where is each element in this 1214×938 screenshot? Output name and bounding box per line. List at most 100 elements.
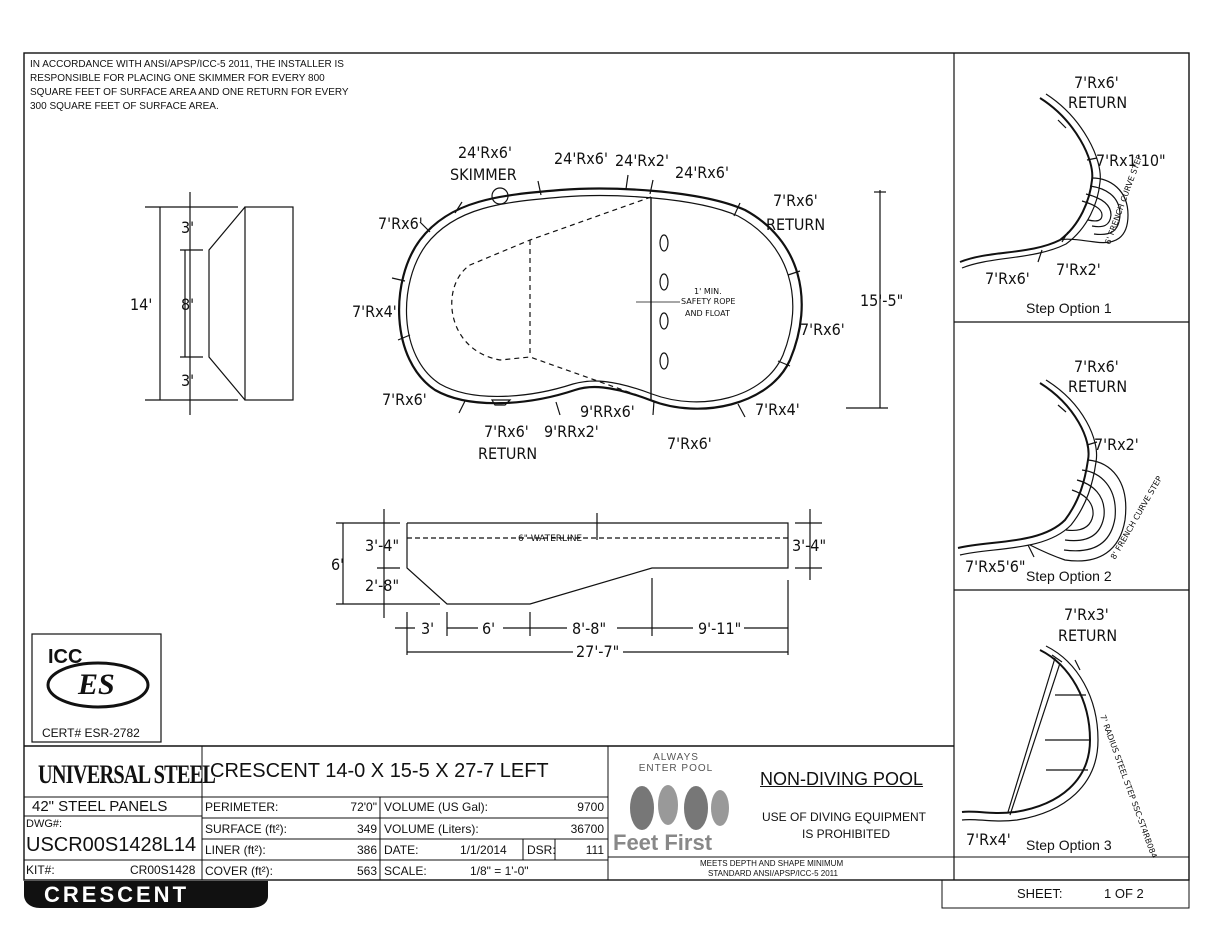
step3-label-2: RETURN bbox=[1058, 626, 1117, 645]
warning-line-1: USE OF DIVING EQUIPMENT bbox=[762, 810, 927, 824]
step-option-3-title: Step Option 3 bbox=[1026, 837, 1112, 853]
standard-line-2: STANDARD ANSI/APSP/ICC-5 2011 bbox=[708, 869, 838, 878]
dwg-label: DWG#: bbox=[26, 818, 63, 830]
volume-gal-label: VOLUME (US Gal): bbox=[384, 800, 489, 814]
step1-label-5: 7'Rx2' bbox=[1056, 260, 1101, 279]
plan-bottom-5: 7'Rx4' bbox=[755, 400, 800, 419]
volume-liters-value: 36700 bbox=[570, 822, 604, 836]
step1-label-4: 7'Rx6' bbox=[985, 269, 1030, 288]
step-option-2-drawing bbox=[957, 379, 1127, 562]
plan-width-label: 15'-5" bbox=[860, 291, 903, 310]
profile-deep-right-label: 3'-4" bbox=[792, 536, 826, 555]
step3-label-3: 7'Rx4' bbox=[966, 830, 1011, 849]
title-block-grid bbox=[24, 745, 1190, 909]
icc-logo-text: ICC bbox=[48, 646, 83, 668]
step2-label-4: 7'Rx5'6" bbox=[965, 557, 1026, 576]
plan-bottom-2: 9'RRx2' bbox=[544, 422, 599, 441]
profile-seg-2: 6' bbox=[482, 619, 495, 638]
dwg-number: USCR00S1428L14 bbox=[26, 834, 197, 856]
step-option-1-drawing bbox=[959, 93, 1129, 269]
step1-label-2: RETURN bbox=[1068, 93, 1127, 112]
safety-rope-line-3: AND FLOAT bbox=[685, 309, 730, 318]
plan-bottom-4: 7'Rx6' bbox=[667, 434, 712, 453]
step1-label-3: 7'Rx1'10" bbox=[1096, 151, 1166, 170]
standard-line-1: MEETS DEPTH AND SHAPE MINIMUM bbox=[700, 859, 844, 868]
section-total-label: 14' bbox=[130, 295, 152, 314]
perimeter-label: PERIMETER: bbox=[205, 800, 279, 814]
plan-skimmer-radius: 24'Rx6' bbox=[458, 143, 512, 162]
step3-label-1: 7'Rx3' bbox=[1064, 605, 1109, 624]
feet-first-badge-text: Feet First bbox=[613, 830, 713, 855]
sheet-number: 1 OF 2 bbox=[1104, 886, 1144, 901]
plan-top-3: 24'Rx6' bbox=[675, 163, 729, 182]
scale-label: SCALE: bbox=[384, 864, 427, 878]
safety-rope-line-1: 1' MIN. bbox=[694, 287, 722, 296]
section-mid-label: 8' bbox=[181, 295, 194, 314]
scale-value: 1/8" = 1'-0" bbox=[470, 864, 529, 878]
step-option-2-title: Step Option 2 bbox=[1026, 568, 1112, 584]
plan-skimmer-label: SKIMMER bbox=[450, 165, 517, 184]
plan-right-return-label: RETURN bbox=[766, 215, 825, 234]
volume-gal-value: 9700 bbox=[577, 800, 604, 814]
brand-logo: UNIVERSAL STEEL bbox=[38, 760, 216, 789]
date-value: 1/1/2014 bbox=[460, 843, 507, 857]
profile-waterline-label: 6" WATERLINE bbox=[518, 534, 582, 544]
volume-liters-label: VOLUME (Liters): bbox=[384, 822, 479, 836]
pool-profile-view bbox=[336, 509, 822, 655]
safety-rope-line-2: SAFETY ROPE bbox=[681, 297, 735, 306]
kit-label: KIT#: bbox=[26, 863, 55, 877]
step2-label-1: 7'Rx6' bbox=[1074, 357, 1119, 376]
liner-value: 386 bbox=[356, 843, 377, 857]
pool-plan-view bbox=[391, 174, 888, 418]
profile-seg-1: 3' bbox=[421, 619, 434, 638]
cert-number: CERT# ESR-2782 bbox=[42, 726, 140, 740]
plan-top-1: 24'Rx6' bbox=[554, 149, 608, 168]
sheet-label: SHEET: bbox=[1017, 886, 1063, 901]
plan-right-1: 7'Rx6' bbox=[800, 320, 845, 339]
step2-label-3: 7'Rx2' bbox=[1094, 435, 1139, 454]
plan-right-return-radius: 7'Rx6' bbox=[773, 191, 818, 210]
feet-first-badge-top: ALWAYS ENTER POOL bbox=[638, 752, 714, 774]
profile-seg-3: 8'-8" bbox=[572, 619, 606, 638]
cover-value: 563 bbox=[356, 864, 377, 878]
installer-note: IN ACCORDANCE WITH ANSI/APSP/ICC-5 2011,… bbox=[30, 59, 349, 112]
section-bottom-label: 3' bbox=[181, 371, 194, 390]
plan-top-2: 24'Rx2' bbox=[615, 151, 669, 170]
plan-left-1: 7'Rx6' bbox=[378, 214, 423, 233]
drawing-border bbox=[23, 52, 1190, 881]
step2-label-2: RETURN bbox=[1068, 377, 1127, 396]
es-logo-text: ES bbox=[78, 668, 115, 701]
width-section-view bbox=[145, 192, 294, 415]
profile-seg-4: 9'-11" bbox=[698, 619, 741, 638]
kit-number: CR00S1428 bbox=[130, 863, 196, 877]
profile-length-label: 27'-7" bbox=[576, 642, 619, 661]
drawing-title: CRESCENT 14-0 X 15-5 X 27-7 LEFT bbox=[210, 760, 549, 782]
plan-left-2: 7'Rx4' bbox=[352, 302, 397, 321]
surface-label: SURFACE (ft²): bbox=[205, 822, 288, 836]
warning-line-2: IS PROHIBITED bbox=[802, 827, 891, 841]
plan-bottom-return-radius: 7'Rx6' bbox=[484, 422, 529, 441]
plan-bottom-3: 9'RRx6' bbox=[580, 402, 635, 421]
profile-shallow-bottom-label: 2'-8" bbox=[365, 576, 399, 595]
panels-label: 42" STEEL PANELS bbox=[32, 798, 168, 815]
plan-bottom-return-label: RETURN bbox=[478, 444, 537, 463]
series-banner: CRESCENT bbox=[44, 882, 190, 907]
plan-left-3: 7'Rx6' bbox=[382, 390, 427, 409]
cover-label: COVER (ft²): bbox=[205, 864, 273, 878]
step-option-3-drawing bbox=[961, 645, 1099, 822]
dsr-value: 111 bbox=[585, 843, 604, 857]
date-label: DATE: bbox=[384, 843, 419, 857]
liner-label: LINER (ft²): bbox=[205, 843, 266, 857]
step2-tag: 8' FRENCH CURVE STEP bbox=[1109, 474, 1164, 561]
profile-shallow-top-label: 3'-4" bbox=[365, 536, 399, 555]
profile-depth-label: 6' bbox=[331, 555, 344, 574]
surface-value: 349 bbox=[356, 822, 377, 836]
non-diving-heading: NON-DIVING POOL bbox=[760, 769, 924, 789]
icc-es-cert-box bbox=[31, 633, 162, 743]
perimeter-value: 72'0" bbox=[350, 800, 377, 814]
section-top-label: 3' bbox=[181, 218, 194, 237]
step1-label-1: 7'Rx6' bbox=[1074, 73, 1119, 92]
feet-first-logo bbox=[630, 785, 729, 830]
step-option-1-title: Step Option 1 bbox=[1026, 300, 1112, 316]
